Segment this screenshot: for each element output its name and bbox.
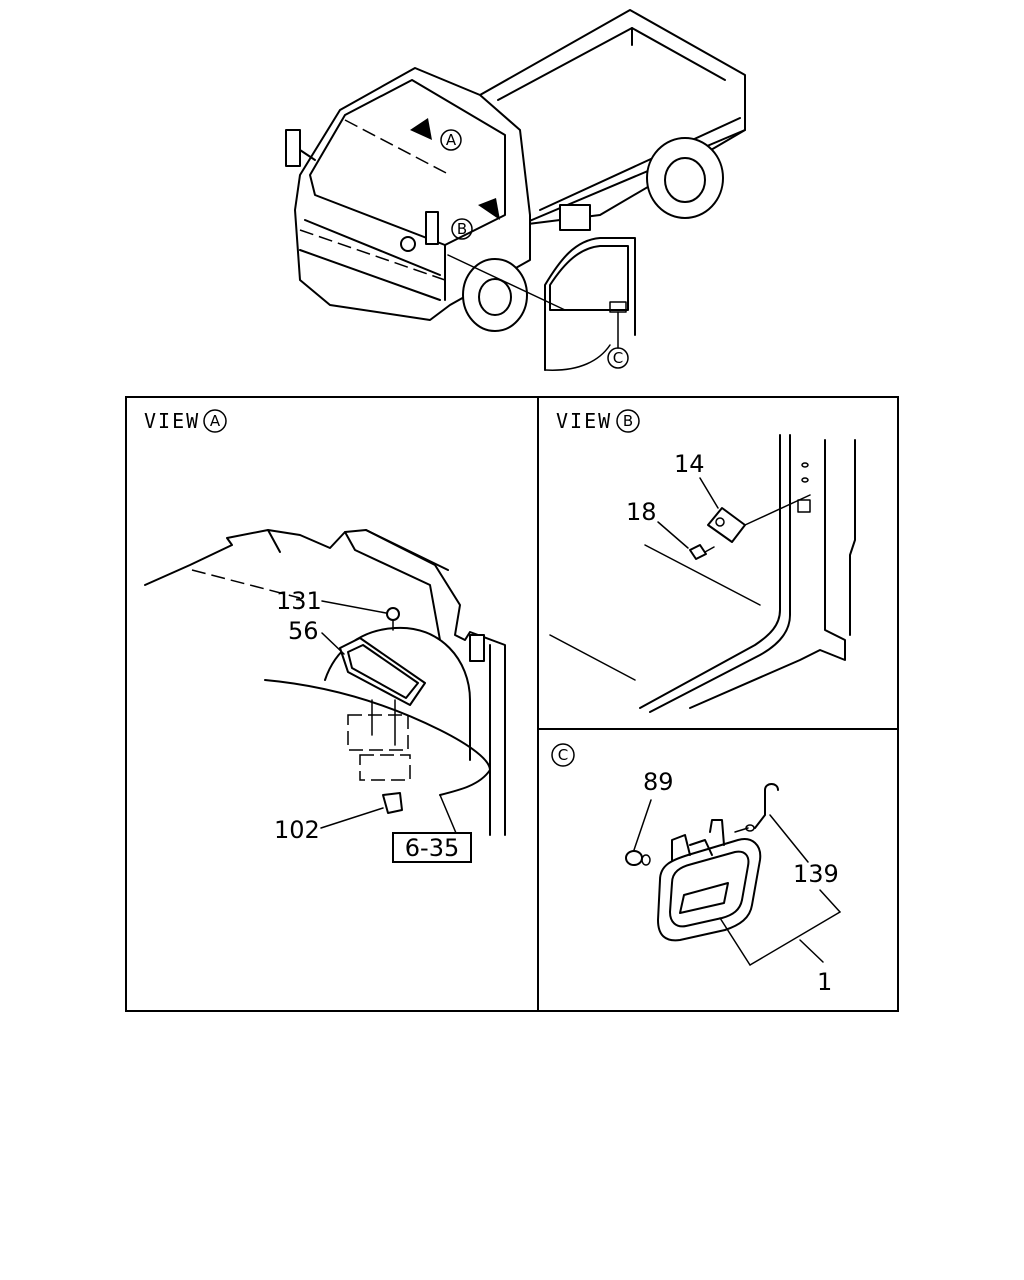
view-b-marker: B: [623, 412, 633, 430]
marker-c-circle: [607, 347, 629, 369]
marker-b-label: B: [457, 220, 467, 238]
truck-overview: A B C: [285, 9, 746, 371]
part-label-56: 56: [288, 617, 319, 645]
view-a-marker-circle: [203, 409, 227, 433]
view-b-title: VIEW: [556, 409, 612, 433]
view-b-panel: VIEW B 14 18: [549, 409, 856, 713]
part-label-14: 14: [674, 450, 705, 478]
marker-a-circle: [440, 129, 462, 151]
marker-c-label: C: [613, 349, 623, 367]
reference-box: [392, 832, 472, 863]
view-c-marker: C: [558, 746, 568, 764]
part-label-131: 131: [276, 587, 322, 615]
panel-frames: [125, 396, 899, 1012]
part-label-89: 89: [643, 768, 674, 796]
view-a-marker: A: [210, 412, 221, 430]
view-c-panel: C 89 139 1: [551, 743, 841, 996]
part-label-18: 18: [626, 498, 657, 526]
part-label-102: 102: [274, 816, 320, 844]
view-a-title: VIEW: [144, 409, 200, 433]
reference-label: 6-35: [405, 834, 459, 862]
marker-a-label: A: [446, 131, 457, 149]
part-label-1: 1: [817, 968, 832, 996]
view-a-panel: VIEW A 131 56 102: [144, 409, 506, 863]
view-b-marker-circle: [616, 409, 640, 433]
arrow-icon: [478, 198, 500, 220]
view-c-marker-circle: [551, 743, 575, 767]
arrow-icon: [410, 118, 432, 140]
part-label-139: 139: [793, 860, 839, 888]
marker-b-circle: [451, 218, 473, 240]
